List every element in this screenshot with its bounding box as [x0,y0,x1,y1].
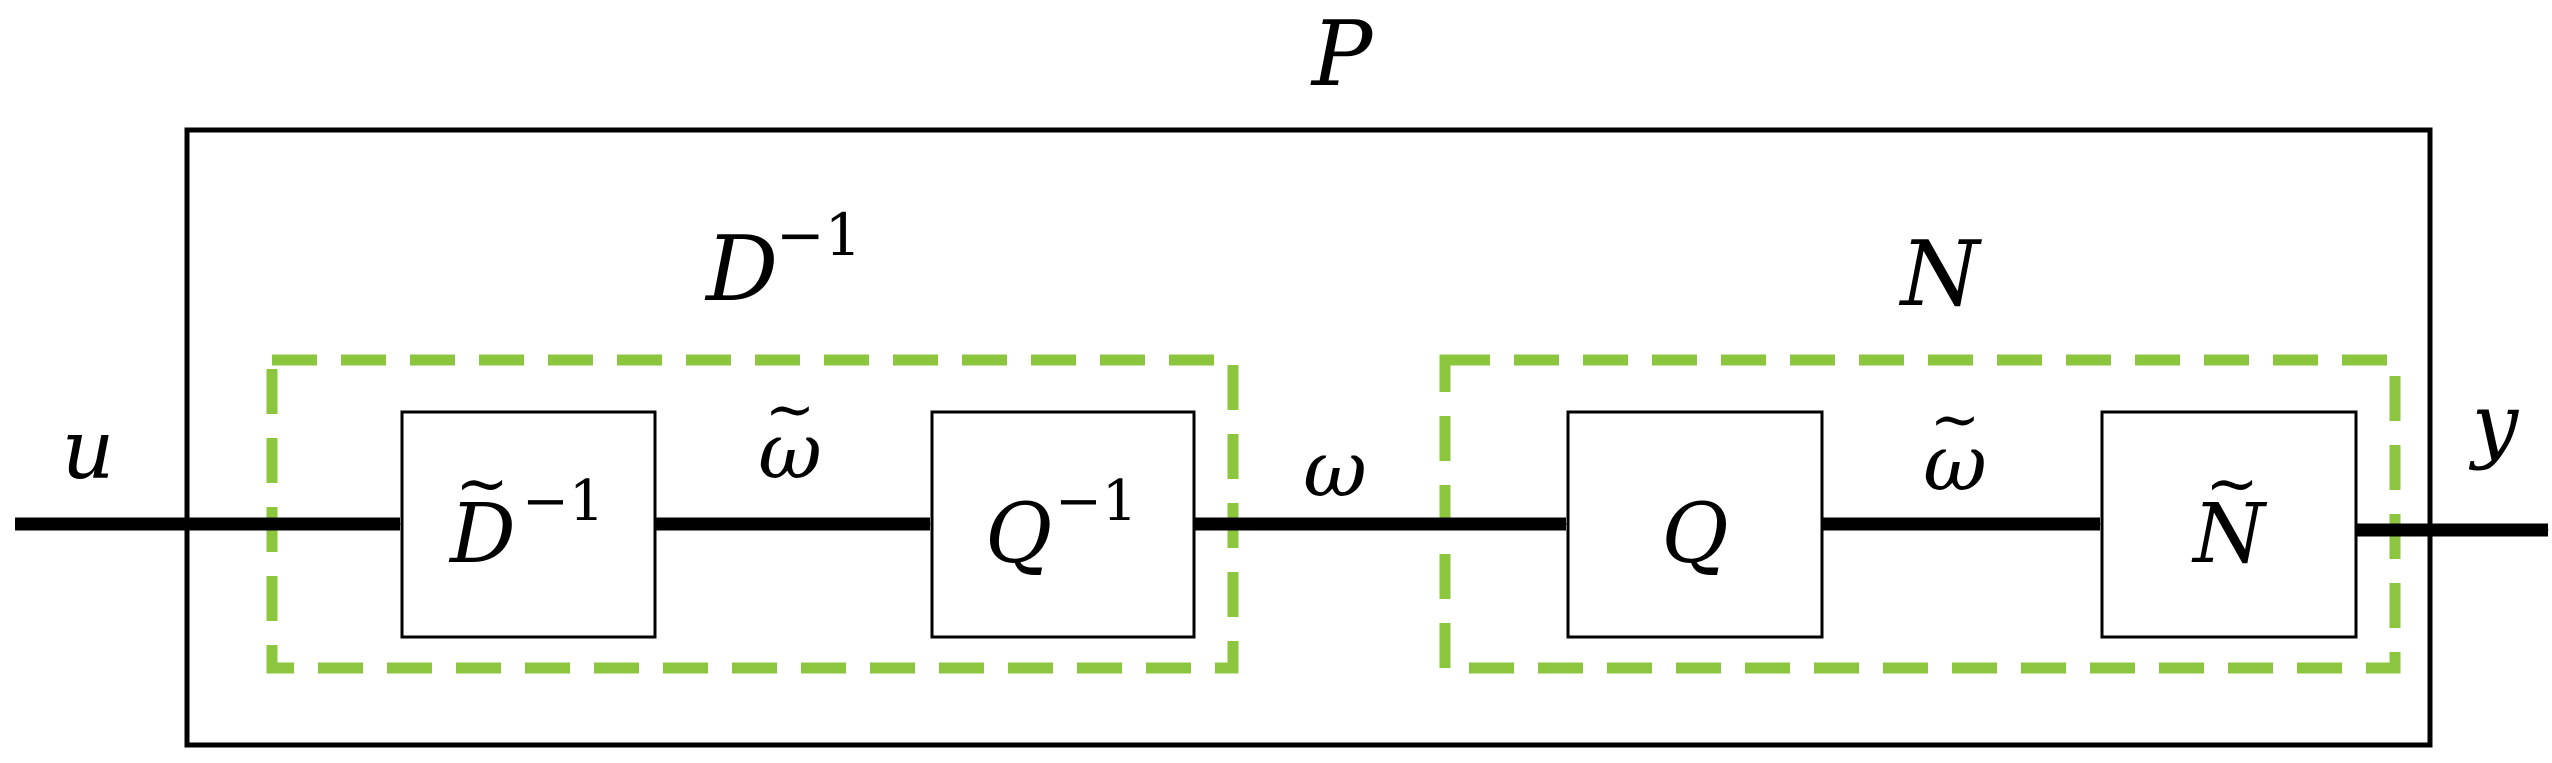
svg-text:N: N [1899,222,1983,327]
block-n-tilde [2100,410,2358,639]
block-d-tilde-inverse-label: ~ D −1 [448,447,605,582]
svg-text:−1: −1 [522,469,605,534]
group-n [1439,354,2401,674]
signal-omega-tilde-1-label: ~ ω [758,375,822,497]
signal-omega-tilde-2-label: ~ ω [1923,385,1987,509]
group-d-inverse-label: D −1 [704,201,862,322]
group-n-label: N [1899,222,1983,327]
svg-text:~: ~ [1930,385,1980,455]
svg-text:Q: Q [1661,487,1728,582]
signal-y-label: y [2468,377,2520,472]
svg-text:−1: −1 [1055,469,1138,534]
plant-label: P [1310,2,1374,107]
block-n-tilde-label: ~ N [2191,447,2268,582]
svg-text:~: ~ [765,375,815,445]
block-d-tilde-inverse [400,410,657,639]
svg-text:D: D [704,217,778,322]
block-q-label: Q [1661,487,1728,582]
group-d-inverse [266,354,1239,674]
svg-text:D: D [448,487,516,582]
svg-text:N: N [2191,487,2268,582]
svg-text:Q: Q [985,487,1052,582]
signal-omega-label: ω [1303,425,1367,515]
signal-u-label: u [62,403,115,498]
svg-text:−1: −1 [776,201,862,269]
svg-text:ω: ω [1923,419,1987,509]
plant-box [184,127,2433,748]
svg-text:~: ~ [455,447,509,521]
svg-text:~: ~ [2205,447,2259,521]
block-q-inverse-label: Q −1 [985,469,1138,582]
svg-text:ω: ω [758,407,822,497]
